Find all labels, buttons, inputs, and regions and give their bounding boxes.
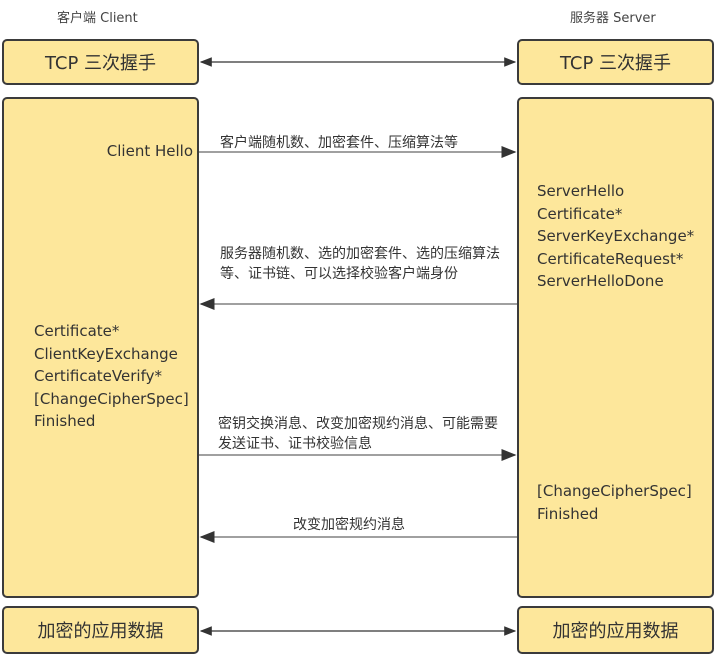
message-4-label: 改变加密规约消息 [293, 517, 405, 533]
server-handshake-box [517, 97, 714, 598]
client-message: [ChangeCipherSpec] [34, 389, 189, 408]
server-tcp-box: TCP 三次握手 [517, 39, 714, 85]
server-message: Finished [537, 504, 599, 523]
server-message: Certificate* [537, 204, 623, 223]
server-message: [ChangeCipherSpec] [537, 482, 692, 500]
server-app-data-box: 加密的应用数据 [517, 606, 714, 654]
client-handshake-box [2, 97, 199, 598]
client-message: ClientKeyExchange [34, 344, 178, 363]
client-message: Finished [34, 412, 96, 430]
server-message-list: ServerHello Certificate* ServerKeyExchan… [537, 180, 694, 293]
server-message: ServerHello [537, 182, 625, 200]
server-header: 服务器 Server [570, 11, 656, 26]
server-message: ServerHelloDone [537, 272, 664, 290]
message-1-label: 客户端随机数、加密套件、压缩算法等 [220, 135, 458, 151]
client-app-data-box: 加密的应用数据 [2, 606, 199, 654]
client-message: Certificate* [34, 322, 120, 340]
message-3-label: 密钥交换消息、改变加密规约消息、可能需要发送证书、证书校验信息 [218, 416, 498, 452]
client-header: 客户端 Client [57, 11, 138, 26]
client-tcp-box: TCP 三次握手 [2, 39, 199, 85]
server-message: ServerKeyExchange* [537, 227, 695, 245]
server-finish-list: [ChangeCipherSpec] Finished [537, 480, 692, 525]
message-2-label: 服务器随机数、选的加密套件、选的压缩算法等、证书链、可以选择校验客户端身份 [220, 246, 500, 282]
client-hello-label: Client Hello [106, 142, 193, 160]
server-message: CertificateRequest* [537, 249, 684, 268]
client-message: CertificateVerify* [34, 367, 162, 385]
client-message-list: Certificate* ClientKeyExchange Certifica… [34, 320, 189, 433]
